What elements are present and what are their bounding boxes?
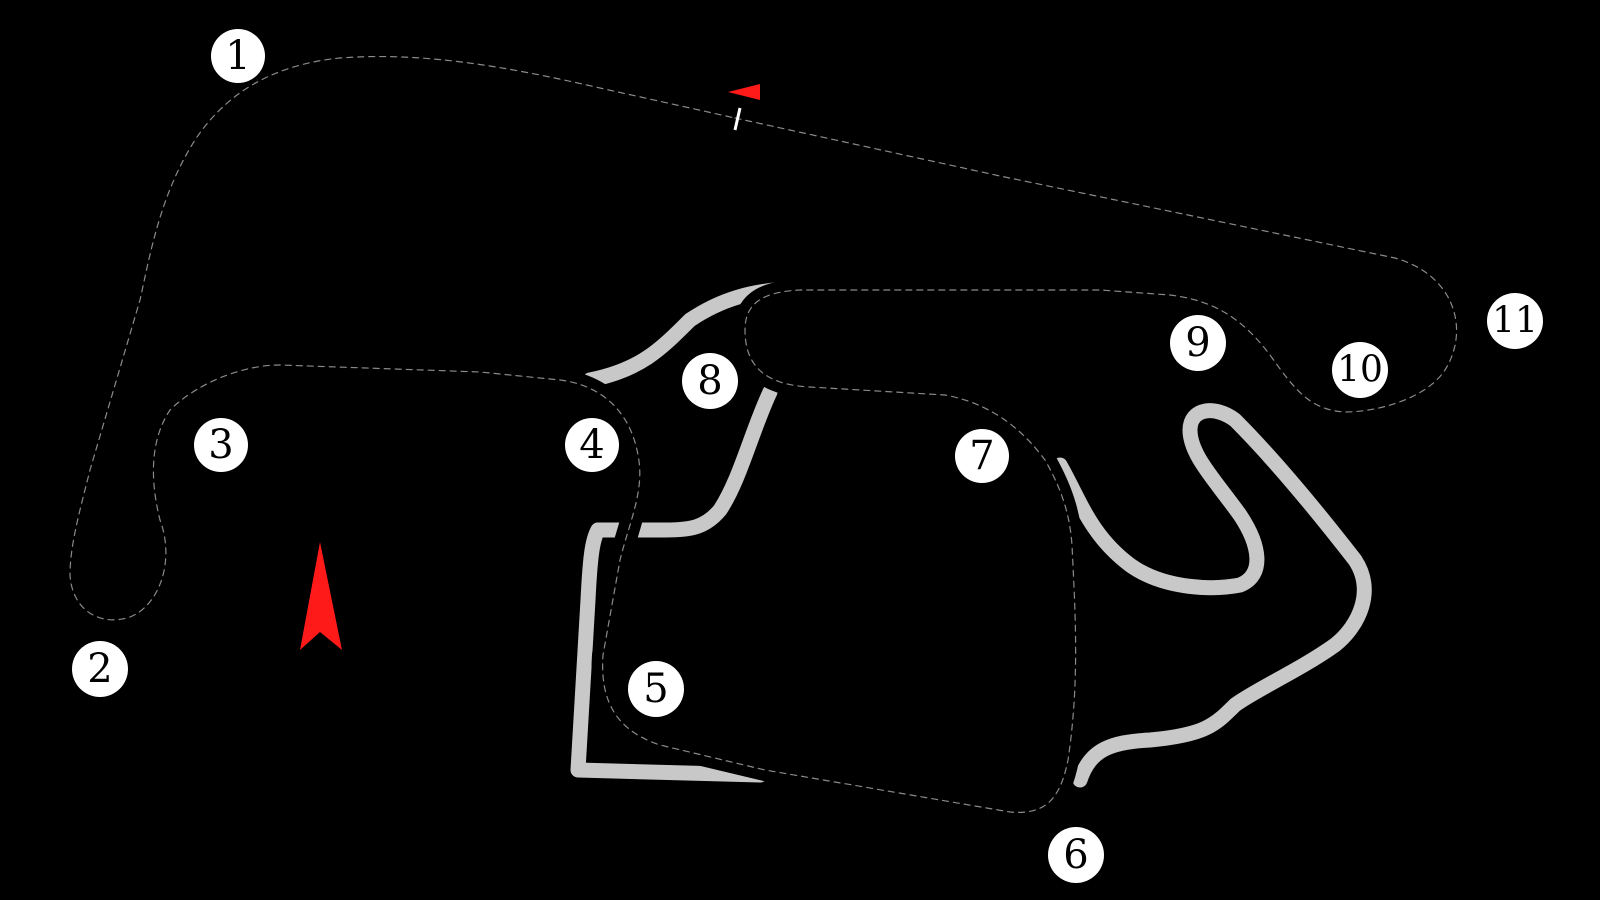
corner-number: 3 bbox=[208, 422, 233, 468]
corner-label-1: 1 bbox=[211, 29, 265, 83]
corner-label-6: 6 bbox=[1048, 827, 1104, 883]
corner-number: 5 bbox=[643, 666, 668, 712]
corner-label-3: 3 bbox=[194, 418, 248, 472]
corner-number: 10 bbox=[1337, 350, 1383, 391]
corner-label-8: 8 bbox=[682, 353, 738, 409]
alt-section-east-loop bbox=[1052, 403, 1372, 788]
corner-number: 11 bbox=[1492, 301, 1538, 342]
corner-number: 6 bbox=[1063, 832, 1088, 878]
alt-section-infield-box bbox=[570, 522, 768, 783]
alt-section-inner-link bbox=[590, 384, 778, 538]
corner-label-2: 2 bbox=[72, 641, 128, 697]
main-track bbox=[59, 45, 1468, 824]
corner-number: 8 bbox=[697, 358, 722, 404]
corner-number: 7 bbox=[969, 433, 994, 479]
corner-label-7: 7 bbox=[955, 429, 1009, 483]
direction-arrow-icon bbox=[300, 542, 342, 650]
corner-label-5: 5 bbox=[628, 661, 684, 717]
corner-number: 4 bbox=[579, 422, 604, 468]
alternate-layout bbox=[570, 280, 1372, 788]
corner-number: 9 bbox=[1185, 320, 1210, 366]
corner-label-11: 11 bbox=[1487, 293, 1543, 349]
track-centerline bbox=[69, 55, 1458, 813]
corner-label-10: 10 bbox=[1332, 342, 1388, 398]
corner-number: 1 bbox=[225, 33, 250, 79]
corner-number: 2 bbox=[87, 646, 112, 692]
start-finish-line-icon bbox=[733, 107, 742, 131]
corner-label-9: 9 bbox=[1170, 315, 1226, 371]
flag-icon bbox=[728, 84, 760, 100]
corner-label-4: 4 bbox=[565, 418, 619, 472]
